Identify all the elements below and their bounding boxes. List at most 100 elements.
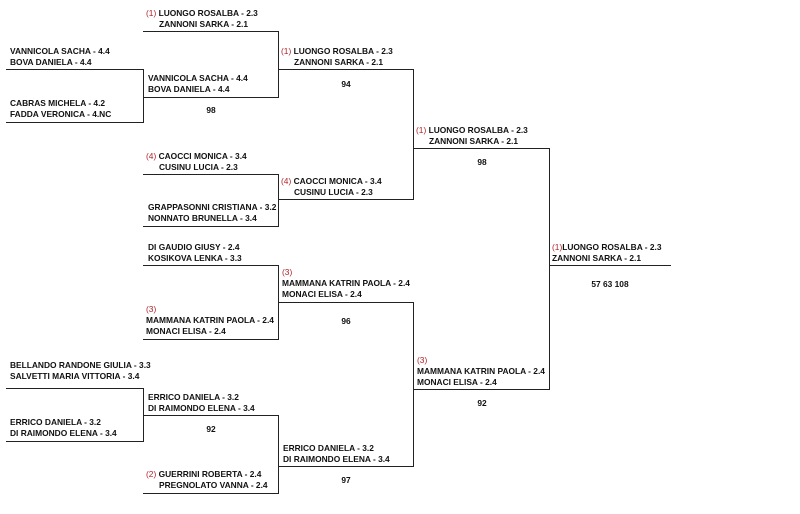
bracket-line: [549, 265, 671, 266]
team-entry: MAMMANA KATRIN PAOLA - 2.4: [282, 278, 410, 288]
bracket-line: [143, 226, 279, 227]
bracket-connector: [278, 31, 279, 98]
bracket-connector: [549, 148, 550, 390]
bracket-line: [6, 69, 144, 70]
team-entry: (3): [282, 267, 410, 278]
bracket-line: [413, 389, 550, 390]
bracket-line: [143, 31, 279, 32]
final-score: 57 63 108: [591, 279, 629, 289]
bracket-connector: [413, 302, 414, 467]
r2-match-7: ERRICO DANIELA - 3.2 DI RAIMONDO ELENA -…: [148, 392, 255, 414]
team-entry: ZANNONI SARKA - 2.1: [552, 253, 642, 263]
bracket-line: [278, 302, 414, 303]
team-entry: BELLANDO RANDONE GIULIA - 3.3: [10, 360, 151, 370]
bracket-line: [143, 339, 279, 340]
team-entry: MONACI ELISA - 2.4: [146, 326, 226, 336]
seed-label: (3): [146, 304, 157, 314]
team-entry: ZANNONI SARKA - 2.1: [429, 136, 519, 146]
r1-match-1: VANNICOLA SACHA - 4.4 BOVA DANIELA - 4.4: [10, 46, 110, 68]
bracket-line: [143, 415, 279, 416]
bracket-line: [143, 265, 279, 266]
r2-match-1: (1) LUONGO ROSALBA - 2.3 ZANNONI SARKA -…: [146, 8, 258, 30]
bracket-connector: [413, 69, 414, 200]
team-entry: ZANNONI SARKA - 2.1: [159, 19, 249, 29]
team-entry: ERRICO DANIELA - 3.2: [283, 443, 374, 453]
seed-label: (1): [146, 8, 157, 18]
match-score: 98: [206, 105, 216, 115]
team-entry: GRAPPASONNI CRISTIANA - 3.2: [148, 202, 277, 212]
team-entry: (2) GUERRINI ROBERTA - 2.4: [146, 469, 262, 479]
bracket-line: [143, 174, 279, 175]
r4-match-2: (3) MAMMANA KATRIN PAOLA - 2.4 MONACI EL…: [417, 355, 545, 388]
final-match: (1)LUONGO ROSALBA - 2.3 ZANNONI SARKA - …: [552, 242, 662, 264]
team-entry: (1) LUONGO ROSALBA - 2.3: [146, 8, 258, 18]
team-entry: BOVA DANIELA - 4.4: [148, 84, 230, 94]
r3-match-4: ERRICO DANIELA - 3.2 DI RAIMONDO ELENA -…: [283, 443, 390, 465]
team-entry: BOVA DANIELA - 4.4: [10, 57, 92, 67]
r2-match-3: (4) CAOCCI MONICA - 3.4 CUSINU LUCIA - 2…: [146, 151, 247, 173]
match-score: 94: [341, 79, 351, 89]
r2-match-4: GRAPPASONNI CRISTIANA - 3.2 NONNATO BRUN…: [148, 202, 276, 224]
team-entry: (1) LUONGO ROSALBA - 2.3: [281, 46, 393, 56]
bracket-connector: [278, 174, 279, 227]
team-entry: MONACI ELISA - 2.4: [282, 289, 362, 299]
team-entry: (3): [417, 355, 545, 366]
team-entry: SALVETTI MARIA VITTORIA - 3.4: [10, 371, 140, 381]
bracket-connector: [278, 415, 279, 494]
bracket-line: [143, 97, 279, 98]
match-score: 92: [206, 424, 216, 434]
match-score: 96: [341, 316, 351, 326]
bracket-line: [6, 122, 144, 123]
team-entry: FADDA VERONICA - 4.NC: [10, 109, 112, 119]
team-entry: DI RAIMONDO ELENA - 3.4: [148, 403, 255, 413]
team-entry: PREGNOLATO VANNA - 2.4: [159, 480, 268, 490]
seed-label: (3): [417, 355, 428, 365]
seed-label: (1): [552, 242, 563, 252]
team-entry: VANNICOLA SACHA - 4.4: [148, 73, 248, 83]
r2-match-8: (2) GUERRINI ROBERTA - 2.4 PREGNOLATO VA…: [146, 469, 268, 491]
team-entry: DI GAUDIO GIUSY - 2.4: [148, 242, 240, 252]
r1-match-4: ERRICO DANIELA - 3.2 DI RAIMONDO ELENA -…: [10, 417, 117, 439]
team-entry: MAMMANA KATRIN PAOLA - 2.4: [417, 366, 545, 376]
team-entry: (4) CAOCCI MONICA - 3.4: [281, 176, 382, 186]
bracket-line: [6, 441, 144, 442]
match-score: 92: [477, 398, 487, 408]
team-entry: (1)LUONGO ROSALBA - 2.3: [552, 242, 662, 252]
team-entry: DI RAIMONDO ELENA - 3.4: [10, 428, 117, 438]
team-entry: ZANNONI SARKA - 2.1: [294, 57, 384, 67]
team-entry: DI RAIMONDO ELENA - 3.4: [283, 454, 390, 464]
r2-match-6: (3) MAMMANA KATRIN PAOLA - 2.4 MONACI EL…: [146, 304, 274, 337]
seed-label: (1): [416, 125, 427, 135]
r1-match-2: CABRAS MICHELA - 4.2 FADDA VERONICA - 4.…: [10, 98, 111, 120]
team-entry: CUSINU LUCIA - 2.3: [294, 187, 373, 197]
bracket-connector: [143, 69, 144, 123]
bracket-line: [278, 199, 414, 200]
match-score: 97: [341, 475, 351, 485]
team-entry: KOSIKOVA LENKA - 3.3: [148, 253, 242, 263]
r3-match-3: (3) MAMMANA KATRIN PAOLA - 2.4 MONACI EL…: [282, 267, 410, 300]
r2-match-5: DI GAUDIO GIUSY - 2.4 KOSIKOVA LENKA - 3…: [148, 242, 242, 264]
r1-match-3: BELLANDO RANDONE GIULIA - 3.3 SALVETTI M…: [10, 360, 151, 382]
team-entry: (4) CAOCCI MONICA - 3.4: [146, 151, 247, 161]
seed-label: (4): [281, 176, 292, 186]
team-entry: MONACI ELISA - 2.4: [417, 377, 497, 387]
team-entry: (1) LUONGO ROSALBA - 2.3: [416, 125, 528, 135]
team-entry: (3): [146, 304, 274, 315]
r3-match-2: (4) CAOCCI MONICA - 3.4 CUSINU LUCIA - 2…: [281, 176, 382, 198]
match-score: 98: [477, 157, 487, 167]
r2-match-2: VANNICOLA SACHA - 4.4 BOVA DANIELA - 4.4: [148, 73, 248, 95]
team-entry: NONNATO BRUNELLA - 3.4: [148, 213, 257, 223]
r4-match-1: (1) LUONGO ROSALBA - 2.3 ZANNONI SARKA -…: [416, 125, 528, 147]
r3-match-1: (1) LUONGO ROSALBA - 2.3 ZANNONI SARKA -…: [281, 46, 393, 68]
team-entry: CUSINU LUCIA - 2.3: [159, 162, 238, 172]
team-entry: ERRICO DANIELA - 3.2: [10, 417, 101, 427]
team-entry: VANNICOLA SACHA - 4.4: [10, 46, 110, 56]
bracket-line: [143, 493, 279, 494]
seed-label: (2): [146, 469, 157, 479]
seed-label: (3): [282, 267, 293, 277]
team-entry: CABRAS MICHELA - 4.2: [10, 98, 106, 108]
team-entry: ERRICO DANIELA - 3.2: [148, 392, 239, 402]
bracket-line: [278, 466, 414, 467]
seed-label: (4): [146, 151, 157, 161]
